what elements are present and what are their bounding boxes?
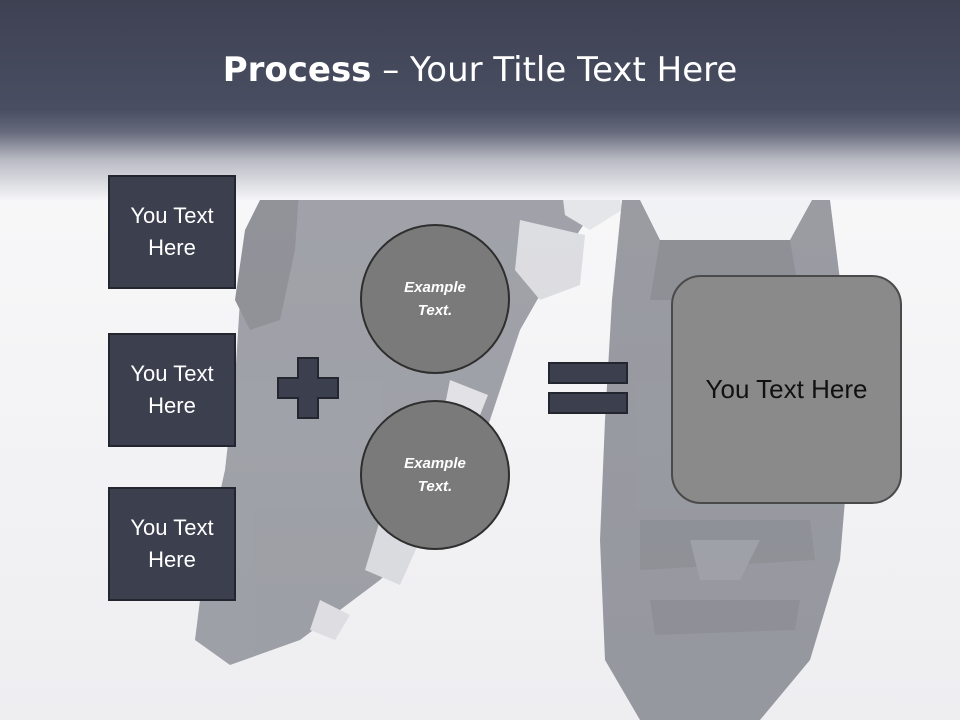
input-box-line: You Text (130, 515, 214, 540)
equals-icon (548, 362, 628, 414)
title-rest: – Your Title Text Here (371, 50, 738, 90)
plus-icon (277, 357, 339, 419)
example-circle-line: Example (404, 455, 466, 472)
example-circle-1[interactable]: Example Text. (360, 224, 510, 374)
example-circle-text: Example Text. (404, 276, 466, 322)
example-circle-line: Example (404, 279, 466, 296)
input-box-text: You Text Here (130, 358, 213, 422)
input-box-3[interactable]: You Text Here (108, 487, 236, 601)
input-box-line: You Text (130, 361, 214, 386)
input-box-text: You Text Here (130, 512, 213, 576)
result-box[interactable]: You Text Here (671, 275, 902, 504)
input-box-line: Here (148, 235, 196, 260)
example-circle-text: Example Text. (404, 452, 466, 498)
result-box-text: You Text Here (705, 374, 868, 404)
slide-title: Process – Your Title Text Here (0, 50, 960, 90)
example-circle-line: Text. (417, 302, 453, 319)
input-box-line: Here (148, 393, 196, 418)
input-box-line: You Text (130, 203, 214, 228)
input-box-2[interactable]: You Text Here (108, 333, 236, 447)
title-bar (0, 0, 960, 200)
input-box-text: You Text Here (130, 200, 213, 264)
input-box-1[interactable]: You Text Here (108, 175, 236, 289)
input-box-line: Here (148, 547, 196, 572)
example-circle-2[interactable]: Example Text. (360, 400, 510, 550)
example-circle-line: Text. (417, 478, 453, 495)
title-bold: Process (222, 50, 372, 90)
